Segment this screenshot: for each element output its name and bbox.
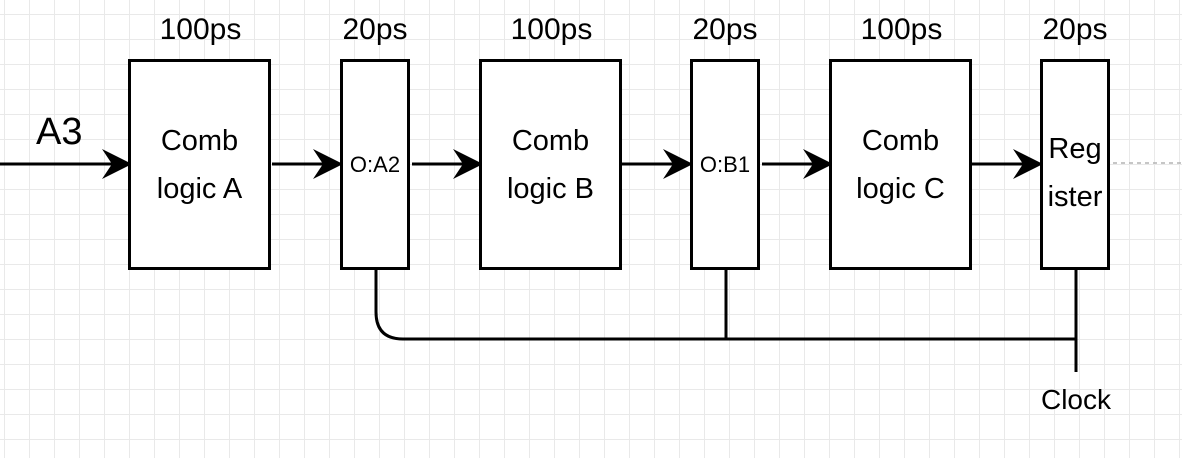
comb-logic-a-line1: Comb: [160, 124, 239, 157]
comb-logic-a-box: Comb logic A: [128, 59, 271, 270]
delay-comb-logic-c: 100ps: [860, 13, 943, 46]
arrowhead-a-to-reg1: [313, 149, 343, 179]
comb-logic-c-line1: Comb: [861, 124, 940, 157]
register-a2-label: O:A2: [349, 151, 401, 177]
comb-logic-b-line1: Comb: [511, 124, 590, 157]
arrowhead-input: [102, 149, 132, 179]
register-b1-label: O:B1: [699, 151, 751, 177]
arrowhead-reg2-to-c: [803, 149, 833, 179]
output-register-line2: ister: [1047, 181, 1103, 213]
comb-logic-b-box: Comb logic B: [479, 59, 622, 270]
delay-comb-logic-b: 100ps: [510, 13, 593, 46]
delay-register-a2: 20ps: [342, 13, 408, 46]
comb-logic-c-box: Comb logic C: [829, 59, 972, 270]
register-b1-box: O:B1: [690, 59, 760, 270]
delay-register-b1: 20ps: [692, 13, 758, 46]
delay-register-out: 20ps: [1042, 13, 1108, 46]
output-register-line1: Reg: [1048, 133, 1102, 165]
arrowhead-c-to-reg3: [1013, 149, 1043, 179]
clock-label: Clock: [1040, 384, 1111, 415]
arrowhead-b-to-reg2: [663, 149, 693, 179]
delay-comb-logic-a: 100ps: [159, 13, 242, 46]
register-a2-box: O:A2: [340, 59, 410, 270]
comb-logic-c-line2: logic C: [856, 172, 945, 205]
comb-logic-a-line2: logic A: [156, 172, 243, 205]
comb-logic-b-line2: logic B: [506, 172, 595, 205]
clock-wire: [374, 270, 1076, 341]
output-register-box: [1040, 59, 1110, 270]
arrowhead-reg1-to-b: [453, 149, 483, 179]
input-label: A3: [36, 111, 83, 153]
